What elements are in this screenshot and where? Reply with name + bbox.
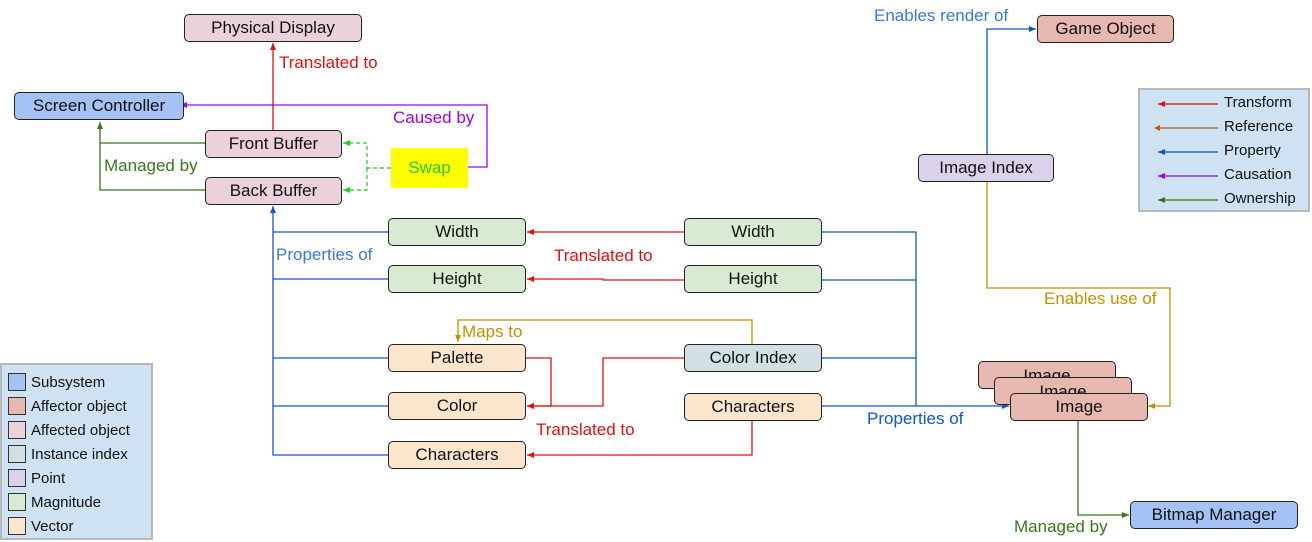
legend-label: Subsystem — [31, 373, 106, 391]
legend-relation-label: Ownership — [1224, 190, 1296, 207]
image-index-node: Image Index — [918, 154, 1054, 182]
legend-relation-item: Causation — [1148, 165, 1308, 185]
legend-label: Affector object — [31, 397, 127, 415]
legend-item: Point — [8, 469, 65, 487]
characters-right-node: Characters — [684, 393, 822, 421]
label-translated-to-characters: Translated to — [536, 420, 635, 439]
node-type-legend: Subsystem Affector object Affected objec… — [0, 363, 153, 540]
screen-controller-node: Screen Controller — [14, 92, 184, 120]
edge-characters-translate — [527, 421, 753, 458]
label-managed-by-bitmap: Managed by — [1014, 517, 1108, 536]
legend-item: Affected object — [8, 421, 130, 439]
legend-relation-item: Ownership — [1148, 189, 1308, 209]
edge-swap-to-back-buffer — [343, 168, 368, 193]
label-properties-of-image: Properties of — [867, 409, 964, 428]
legend-label: Vector — [31, 517, 74, 535]
legend-swatch — [8, 469, 26, 487]
reference-arrow-icon — [1154, 125, 1218, 131]
front-buffer-node: Front Buffer — [205, 130, 342, 158]
legend-item: Subsystem — [8, 373, 105, 391]
legend-item: Vector — [8, 517, 74, 535]
bitmap-manager-node: Bitmap Manager — [1130, 501, 1298, 529]
property-arrow-icon — [1158, 149, 1218, 155]
label-translated-to-height: Translated to — [554, 246, 653, 265]
legend-relation-label: Property — [1224, 142, 1281, 159]
edge-color-index-to-palette — [455, 319, 753, 344]
edge-swap-to-screen-controller — [180, 102, 488, 168]
label-maps-to: Maps to — [462, 322, 523, 341]
legend-relation-item: Reference — [1148, 117, 1308, 137]
relation-legend: Transform Reference Property Causation O… — [1138, 88, 1310, 212]
label-enables-use-of: Enables use of — [1044, 289, 1157, 308]
edge-height-translate — [527, 276, 684, 282]
label-caused-by: Caused by — [393, 108, 475, 127]
causation-arrow-icon — [1158, 173, 1218, 179]
edge-color-index-to-color — [527, 357, 684, 409]
transform-arrow-icon — [1158, 101, 1218, 107]
edge-properties-to-back-buffer — [273, 206, 388, 456]
height-right-node: Height — [684, 265, 822, 293]
back-buffer-node: Back Buffer — [205, 177, 342, 205]
legend-label: Magnitude — [31, 493, 102, 511]
legend-swatch — [8, 397, 26, 415]
edge-palette-to-color — [526, 357, 552, 409]
image-node-front: Image — [1010, 393, 1148, 421]
legend-swatch — [8, 517, 26, 535]
edge-properties-to-image — [822, 231, 1009, 406]
legend-swatch — [8, 373, 26, 391]
legend-item: Instance index — [8, 445, 128, 463]
edge-image-index-to-image — [986, 182, 1171, 409]
width-left-node: Width — [388, 218, 526, 246]
ownership-arrow-icon — [1158, 197, 1218, 203]
label-managed-by-buffers: Managed by — [104, 156, 198, 175]
edge-image-to-bitmap-manager — [1077, 421, 1129, 518]
legend-item: Magnitude — [8, 493, 101, 511]
legend-relation-item: Property — [1148, 141, 1308, 161]
characters-left-node: Characters — [388, 441, 526, 469]
palette-node: Palette — [388, 344, 526, 372]
width-right-node: Width — [684, 218, 822, 246]
legend-relation-label: Causation — [1224, 166, 1292, 183]
legend-relation-label: Reference — [1224, 118, 1294, 135]
label-enables-render-of: Enables render of — [874, 6, 1009, 25]
legend-label: Affected object — [31, 421, 130, 439]
legend-item: Affector object — [8, 397, 127, 415]
edge-swap-to-front-buffer — [343, 140, 391, 169]
legend-label: Instance index — [31, 445, 128, 463]
physical-display-node: Physical Display — [184, 14, 362, 42]
swap-node: Swap — [391, 148, 468, 188]
height-left-node: Height — [388, 265, 526, 293]
game-object-node: Game Object — [1037, 15, 1174, 43]
legend-swatch — [8, 421, 26, 439]
legend-relation-label: Transform — [1224, 94, 1292, 111]
label-translated-to-display: Translated to — [279, 53, 378, 72]
legend-label: Point — [31, 469, 66, 487]
color-index-node: Color Index — [684, 344, 822, 372]
legend-swatch — [8, 493, 26, 511]
legend-relation-item: Transform — [1148, 93, 1308, 113]
edge-image-index-to-game-object — [986, 26, 1036, 154]
edge-buffers-to-screen-controller — [100, 122, 205, 191]
color-node: Color — [388, 392, 526, 420]
label-properties-of-buffer: Properties of — [276, 245, 373, 264]
legend-swatch — [8, 445, 26, 463]
